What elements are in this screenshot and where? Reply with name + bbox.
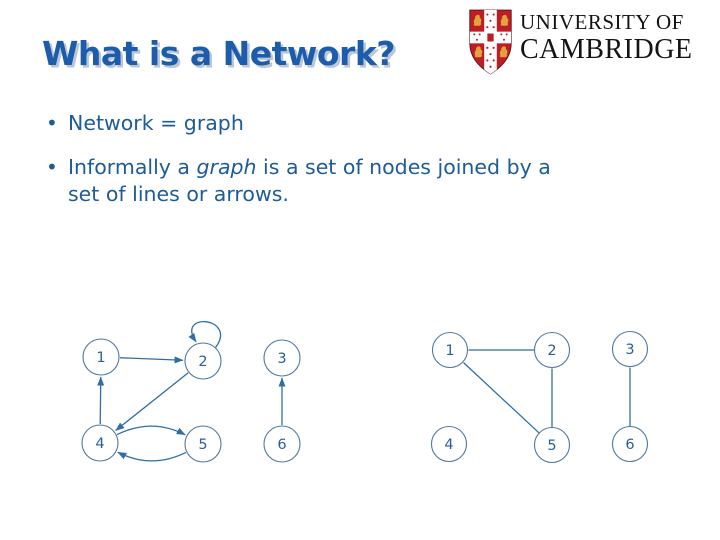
svg-text:2: 2 <box>198 354 207 370</box>
cambridge-wordmark: UNIVERSITY OF CAMBRIDGE <box>520 8 693 64</box>
graph-node-5: 5 <box>184 425 222 463</box>
directed-graph-example: 1 2 3 4 5 6 <box>81 321 301 463</box>
graph-node-5: 5 <box>533 426 571 464</box>
page-title: What is a Network? <box>42 34 395 73</box>
graph-node-6: 6 <box>263 425 301 463</box>
bullet-text-1: Network = graph <box>68 110 244 137</box>
graph-node-6: 6 <box>611 425 649 463</box>
bullet-item-2: Informally a graph is a set of nodes joi… <box>46 154 646 208</box>
svg-text:5: 5 <box>198 437 207 453</box>
graph-node-4: 4 <box>430 425 468 463</box>
bullet2-post: is a set of nodes joined by a set of lin… <box>68 155 551 206</box>
graph-node-3: 3 <box>263 339 301 377</box>
graph-node-3: 3 <box>611 330 649 368</box>
svg-text:6: 6 <box>625 437 634 453</box>
bullet2-italic: graph <box>196 155 257 179</box>
cambridge-logo: UNIVERSITY OF CAMBRIDGE <box>468 8 713 80</box>
graph-edge-1-5 <box>463 362 540 434</box>
svg-text:6: 6 <box>277 437 286 453</box>
bullet-item-1: Network = graph <box>46 110 646 137</box>
svg-text:2: 2 <box>547 343 556 359</box>
graph-edge-4-5 <box>116 425 186 436</box>
wordmark-line1: UNIVERSITY OF <box>520 10 684 34</box>
svg-text:1: 1 <box>96 350 105 366</box>
svg-text:3: 3 <box>277 351 286 367</box>
svg-text:4: 4 <box>444 437 453 453</box>
svg-text:5: 5 <box>547 438 556 454</box>
bullet-list: Network = graph Informally a graph is a … <box>46 110 646 225</box>
graph-edge-5-4 <box>117 451 187 462</box>
svg-text:4: 4 <box>95 436 104 452</box>
undirected-graph-example: 1 2 3 4 5 6 <box>430 330 649 464</box>
bullet1-pre: Network = graph <box>68 111 244 135</box>
bullet2-pre: Informally a <box>68 155 197 179</box>
graph-node-2: 2 <box>184 342 222 380</box>
cambridge-shield-icon <box>469 9 512 75</box>
graph-edge-2-2 <box>188 321 222 348</box>
svg-text:3: 3 <box>625 342 634 358</box>
graph-edge-4-1 <box>97 376 105 425</box>
wordmark-line2: CAMBRIDGE <box>520 34 693 65</box>
graph-node-1: 1 <box>82 338 120 376</box>
svg-text:1: 1 <box>445 343 454 359</box>
graph-node-4: 4 <box>81 424 119 462</box>
graph-node-2: 2 <box>533 331 571 369</box>
graph-node-1: 1 <box>431 331 469 369</box>
graph-edge-2-4 <box>115 372 189 432</box>
bullet-text-2: Informally a graph is a set of nodes joi… <box>68 154 551 208</box>
graph-edge-1-2 <box>119 356 184 364</box>
